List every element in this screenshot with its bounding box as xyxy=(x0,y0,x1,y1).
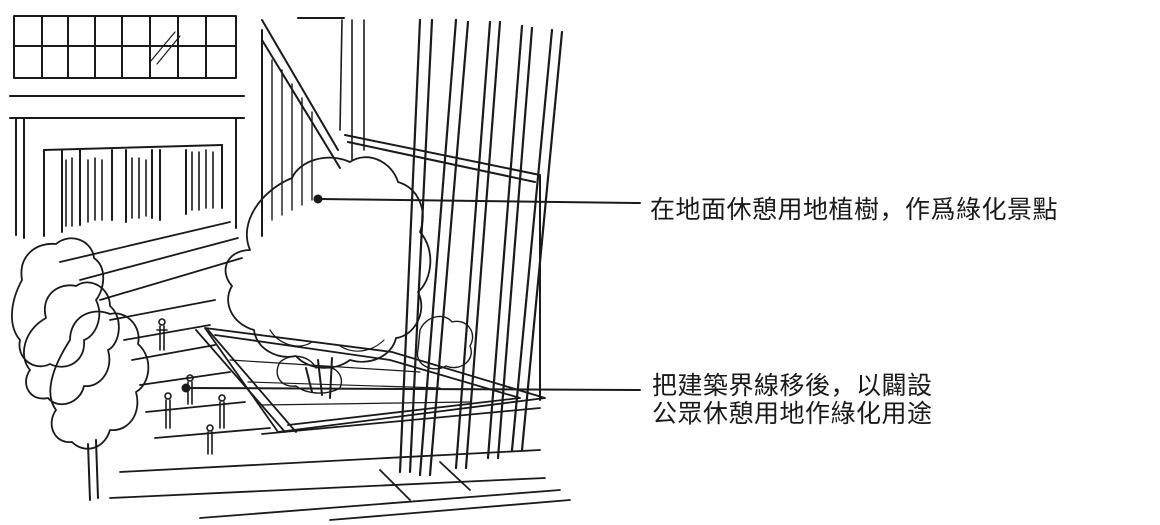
callout-tree-planting-text: 在地面休憩用地植樹，作爲綠化景點 xyxy=(650,195,1059,224)
leader-line-tree xyxy=(317,198,641,204)
canopy-structure xyxy=(261,17,541,401)
facade-window-grid xyxy=(9,15,245,119)
callout-building-setback-line-2: 公眾休憩用地作綠化用途 xyxy=(652,399,933,428)
callout-building-setback-line-1: 把建築界線移後，以闢設 xyxy=(652,371,933,400)
leader-line-plaza xyxy=(185,387,641,391)
left-trees xyxy=(11,237,150,501)
callout-building-setback: 把建築界線移後，以闢設 公眾休憩用地作綠化用途 xyxy=(652,372,933,428)
plaza-ground xyxy=(59,221,571,521)
callout-leaders xyxy=(181,194,641,393)
vertical-poles xyxy=(398,18,564,477)
building-base xyxy=(15,117,237,239)
callout-tree-planting: 在地面休憩用地植樹，作爲綠化景點 xyxy=(650,196,1058,224)
pedestrian-figures xyxy=(156,318,226,455)
